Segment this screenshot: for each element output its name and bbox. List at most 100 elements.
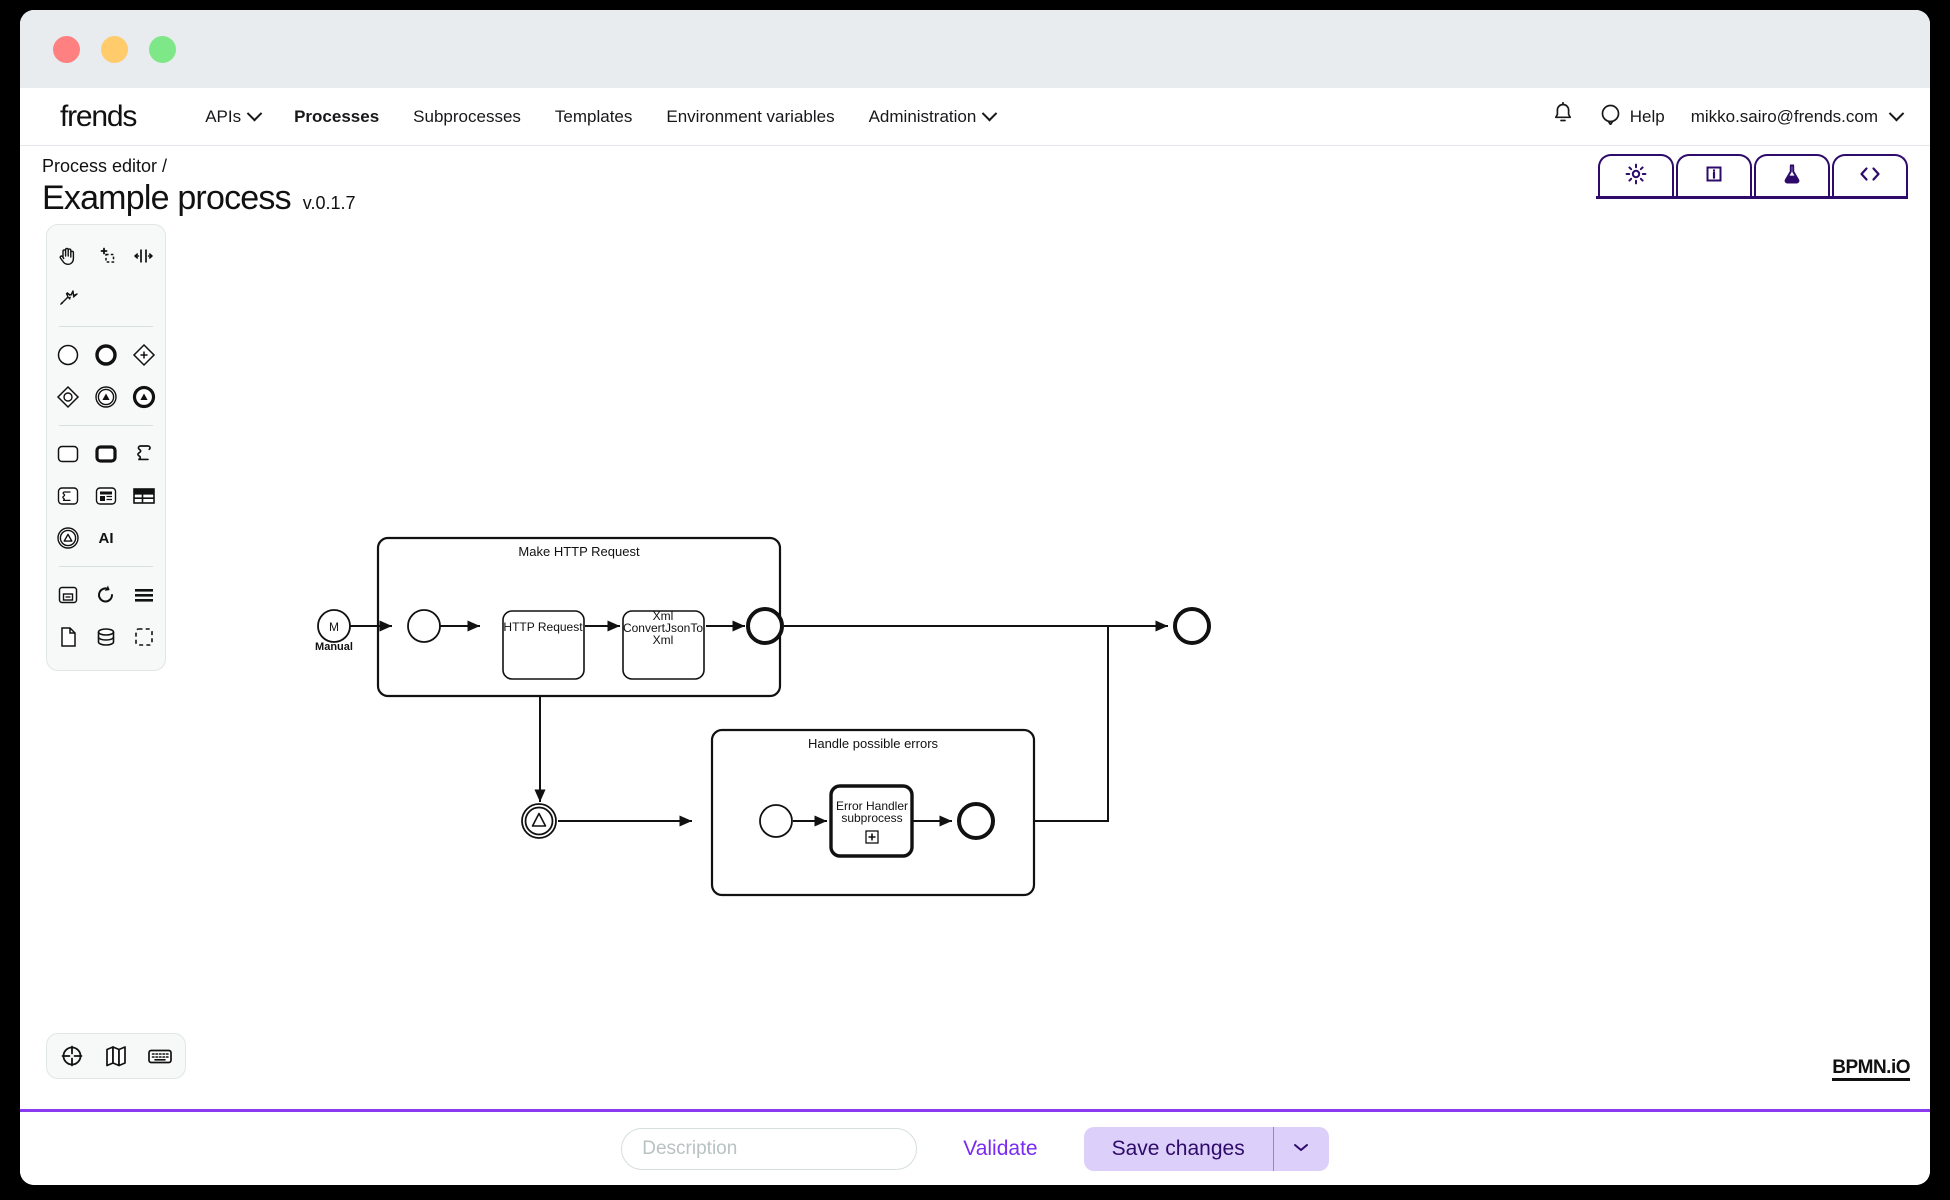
start-event-manual[interactable]: M Manual (315, 609, 353, 653)
nav-label: APIs (205, 106, 242, 126)
task-error-handler-subprocess[interactable]: Error Handler subprocess (829, 784, 914, 858)
nav-label: Administration (868, 106, 977, 126)
nav-item-apis[interactable]: APIs (188, 105, 277, 127)
window-minimize-button[interactable] (101, 35, 128, 63)
svg-text:Error Handler: Error Handler (836, 799, 908, 813)
palette-row-data2 (47, 616, 165, 658)
bpmnio-watermark[interactable]: BPMN.iO (1832, 1058, 1910, 1081)
window-close-button[interactable] (53, 35, 80, 63)
info-tab-button[interactable] (1676, 154, 1752, 196)
document-icon[interactable] (51, 620, 85, 654)
nav-label: Templates (554, 106, 633, 126)
nav-right-group: Help mikko.sairo@frends.com (1552, 101, 1905, 131)
start-event-icon[interactable] (51, 338, 85, 372)
save-changes-button[interactable]: Save changes (1084, 1127, 1273, 1171)
description-input[interactable] (621, 1127, 918, 1170)
palette-row-tasks2 (47, 475, 165, 517)
ai-icon[interactable]: AI (89, 521, 123, 555)
save-options-dropdown[interactable] (1272, 1126, 1329, 1171)
hand-tool-icon[interactable] (51, 239, 85, 273)
tab-underline (1596, 196, 1908, 199)
sub1-end-event[interactable] (746, 607, 784, 645)
palette-row-data1 (47, 574, 165, 616)
task-xml-convert[interactable]: Xml ConvertJsonTo Xml (622, 609, 705, 680)
group-icon[interactable] (127, 620, 161, 654)
keyboard-icon[interactable] (145, 1041, 175, 1071)
bold-task-icon[interactable] (89, 437, 123, 471)
script-task-icon[interactable] (51, 479, 85, 513)
notifications-bell-icon[interactable] (1552, 101, 1574, 131)
connect-tool-icon[interactable] (51, 281, 85, 315)
chevron-down-icon (246, 105, 263, 122)
title-row: Example process v.0.1.7 (42, 179, 1930, 218)
settings-tab-button[interactable] (1598, 154, 1674, 196)
chevron-down-icon (1292, 1141, 1310, 1156)
svg-text:Xml: Xml (653, 633, 674, 647)
window-maximize-button[interactable] (149, 35, 176, 63)
page-title: Example process (42, 179, 292, 217)
bpmn-diagram: Make HTTP Request Handle possible errors… (315, 536, 1211, 897)
database-icon[interactable] (89, 620, 123, 654)
brand-logo[interactable]: frends (60, 99, 137, 133)
help-label: Help (1629, 106, 1665, 126)
map-icon[interactable] (101, 1041, 131, 1071)
target-icon[interactable] (57, 1041, 87, 1071)
table-icon[interactable] (127, 479, 161, 513)
svg-text:Xml: Xml (653, 609, 674, 623)
intermediate-error-event[interactable] (521, 803, 557, 839)
nav-items: APIs Processes Subprocesses Templates En… (188, 105, 1013, 127)
svg-text:Manual: Manual (315, 641, 353, 653)
palette-row-gateways (47, 376, 165, 418)
palette-divider (59, 326, 153, 327)
event-subprocess-icon[interactable] (51, 521, 85, 555)
gateway-xor-icon[interactable] (127, 338, 161, 372)
sub1-start-event[interactable] (407, 609, 441, 643)
save-icon[interactable] (51, 578, 85, 612)
editor-tab-buttons (1598, 154, 1908, 196)
chevron-down-icon (982, 105, 998, 122)
task-icon[interactable] (51, 437, 85, 471)
palette-row-tasks (47, 433, 165, 475)
task-http-request[interactable]: HTTP Request (502, 610, 585, 680)
palette-row-events (47, 334, 165, 376)
version-label: v.0.1.7 (302, 193, 356, 213)
nav-item-environment-variables[interactable]: Environment variables (649, 107, 851, 127)
sub2-end-event[interactable] (957, 802, 995, 840)
palette-divider (59, 425, 153, 426)
flow-sub2-to-main (1034, 626, 1109, 822)
nav-item-administration[interactable]: Administration (852, 105, 1013, 127)
validate-button[interactable]: Validate (937, 1127, 1063, 1171)
space-tool-icon[interactable] (127, 239, 161, 273)
test-tab-button[interactable] (1754, 154, 1830, 196)
svg-text:HTTP Request: HTTP Request (503, 620, 583, 634)
diagram-canvas[interactable]: Make HTTP Request Handle possible errors… (20, 218, 1930, 1109)
list-icon[interactable] (127, 578, 161, 612)
script-icon[interactable] (127, 437, 161, 471)
nav-item-processes[interactable]: Processes (277, 107, 396, 127)
nav-item-subprocesses[interactable]: Subprocesses (396, 107, 538, 127)
end-event-icon[interactable] (89, 338, 123, 372)
user-menu[interactable]: mikko.sairo@frends.com (1691, 105, 1905, 127)
subprocess-2-label: Handle possible errors (808, 736, 939, 751)
help-circle-icon (1600, 104, 1621, 130)
sub2-start-event[interactable] (759, 804, 793, 838)
top-navigation: frends APIs Processes Subprocesses Templ… (20, 88, 1930, 146)
gateway-icon[interactable] (51, 380, 85, 414)
breadcrumb[interactable]: Process editor / (42, 156, 168, 176)
app-window: frends APIs Processes Subprocesses Templ… (20, 10, 1930, 1185)
form-task-icon[interactable] (89, 479, 123, 513)
intermediate-event-icon[interactable] (89, 380, 123, 414)
lasso-select-icon[interactable] (89, 239, 123, 273)
bpmn-palette: AI (46, 224, 166, 671)
chevron-down-icon (1888, 105, 1905, 122)
final-end-event[interactable] (1173, 607, 1211, 645)
svg-text:ConvertJsonTo: ConvertJsonTo (623, 621, 703, 635)
svg-text:AI: AI (99, 530, 114, 547)
nav-label: Processes (294, 106, 380, 126)
loop-icon[interactable] (89, 578, 123, 612)
code-tab-button[interactable] (1832, 154, 1908, 196)
canvas-controls (46, 1033, 186, 1079)
nav-item-templates[interactable]: Templates (538, 107, 649, 127)
help-button[interactable]: Help (1600, 104, 1665, 130)
end-throw-event-icon[interactable] (127, 380, 161, 414)
